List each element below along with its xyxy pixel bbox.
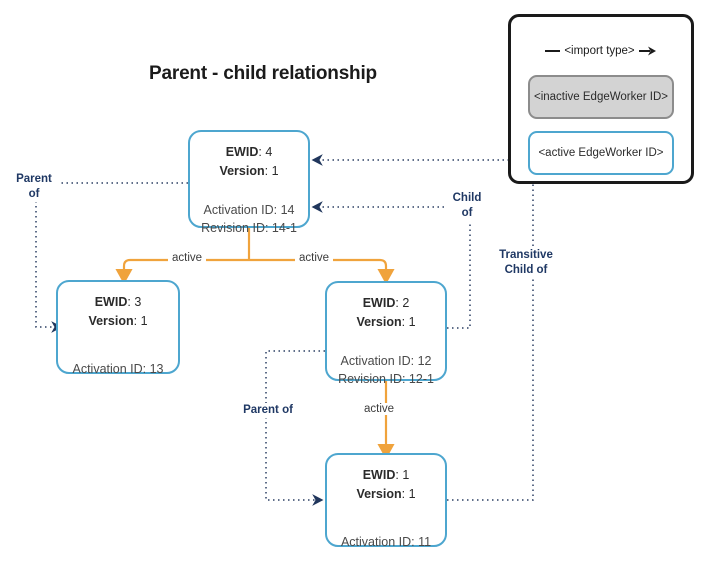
edge-label-child-of-line2: of xyxy=(461,207,473,219)
legend-chip-active-label: <active EdgeWorker ID> xyxy=(538,147,664,159)
node-ewid-4-version-sep: : xyxy=(264,164,272,178)
node-ewid-4-revision-id: Revision ID: 14-1 xyxy=(201,221,297,235)
legend-chip-inactive-label: <inactive EdgeWorker ID> xyxy=(533,91,669,103)
edge-label-parent-of-left-line2: of xyxy=(28,188,40,200)
node-ewid-1-header: EWID: 1 Version: 1 xyxy=(327,455,445,504)
node-ewid-1-activation-id: Activation ID: 11 xyxy=(340,535,432,549)
node-ewid-4-ewid-sep: : xyxy=(258,145,266,159)
node-ewid-1-ewid-value: 1 xyxy=(402,468,410,482)
node-ewid-1-version-label: Version xyxy=(356,487,402,501)
node-ewid-3-body: Activation ID: 13 xyxy=(58,331,178,378)
edge-label-active-left: active xyxy=(168,252,207,264)
node-ewid-1-body: Activation ID: 11 xyxy=(327,504,445,551)
node-ewid-3-ewid-sep: : xyxy=(127,295,135,309)
node-ewid-3-version-value: 1 xyxy=(140,314,148,328)
legend-line-icon xyxy=(545,50,561,52)
legend-import-type-label: <import type> xyxy=(564,45,635,57)
node-ewid-3[interactable]: EWID: 3 Version: 1 Activation ID: 13 xyxy=(56,280,180,376)
legend-import-type-row: <import type> xyxy=(511,45,691,57)
node-ewid-2-revision-id: Revision ID: 12-1 xyxy=(338,372,434,386)
page-title: Parent - child relationship xyxy=(149,63,377,84)
node-ewid-3-version-label: Version xyxy=(88,314,134,328)
node-ewid-2-ewid-label: EWID xyxy=(362,296,396,310)
node-ewid-2-version-label: Version xyxy=(356,315,402,329)
edge-label-parent-of-mid: Parent of xyxy=(233,403,303,418)
node-ewid-3-activation-id: Activation ID: 13 xyxy=(72,362,164,376)
node-ewid-1-ewid-sep: : xyxy=(395,468,403,482)
node-ewid-4-header: EWID: 4 Version: 1 xyxy=(190,132,308,181)
edge-label-parent-of-left: Parent of xyxy=(8,172,60,202)
node-ewid-2-body: Activation ID: 12 Revision ID: 12-1 xyxy=(327,332,445,388)
relationship-edge-parent-of-ewid2-ewid1 xyxy=(265,350,325,506)
legend-panel: <import type> <inactive EdgeWorker ID> <… xyxy=(508,14,694,184)
node-ewid-1-version-value: 1 xyxy=(408,487,416,501)
node-ewid-4-activation-id: Activation ID: 14 xyxy=(203,203,295,217)
edge-label-transitive-child-of: Transitive Child of xyxy=(490,248,562,278)
node-ewid-3-version-sep: : xyxy=(133,314,141,328)
node-ewid-4-ewid-label: EWID xyxy=(225,145,259,159)
node-ewid-2-activation-id: Activation ID: 12 xyxy=(340,354,432,368)
node-ewid-2[interactable]: EWID: 2 Version: 1 Activation ID: 12 Rev… xyxy=(325,281,447,386)
legend-chip-active: <active EdgeWorker ID> xyxy=(528,131,674,175)
edge-label-parent-of-left-line1: Parent xyxy=(16,173,52,185)
edge-label-active-down: active xyxy=(360,403,399,415)
node-ewid-2-header: EWID: 2 Version: 1 xyxy=(327,283,445,332)
edge-label-child-of-line1: Child xyxy=(452,192,482,204)
node-ewid-4-ewid-value: 4 xyxy=(265,145,273,159)
node-ewid-2-ewid-value: 2 xyxy=(402,296,410,310)
edge-label-child-of: Child of xyxy=(446,191,488,221)
edge-label-active-right: active xyxy=(295,252,334,264)
node-ewid-3-ewid-value: 3 xyxy=(134,295,142,309)
arrow-right-icon xyxy=(638,46,657,56)
edge-label-transitive-child-of-line1: Transitive xyxy=(499,249,553,261)
node-ewid-2-version-value: 1 xyxy=(408,315,416,329)
edge-label-transitive-child-of-line2: Child of xyxy=(504,264,548,276)
node-ewid-4-version-label: Version xyxy=(219,164,265,178)
node-ewid-4-body: Activation ID: 14 Revision ID: 14-1 xyxy=(190,181,308,237)
node-ewid-1-version-sep: : xyxy=(401,487,409,501)
node-ewid-4-version-value: 1 xyxy=(271,164,279,178)
node-ewid-2-version-sep: : xyxy=(401,315,409,329)
legend-chip-inactive: <inactive EdgeWorker ID> xyxy=(528,75,674,119)
node-ewid-1[interactable]: EWID: 1 Version: 1 Activation ID: 11 xyxy=(325,453,447,549)
node-ewid-4[interactable]: EWID: 4 Version: 1 Activation ID: 14 Rev… xyxy=(188,130,310,235)
node-ewid-3-header: EWID: 3 Version: 1 xyxy=(58,282,178,331)
node-ewid-1-ewid-label: EWID xyxy=(362,468,396,482)
node-ewid-2-ewid-sep: : xyxy=(395,296,403,310)
node-ewid-3-ewid-label: EWID xyxy=(94,295,128,309)
